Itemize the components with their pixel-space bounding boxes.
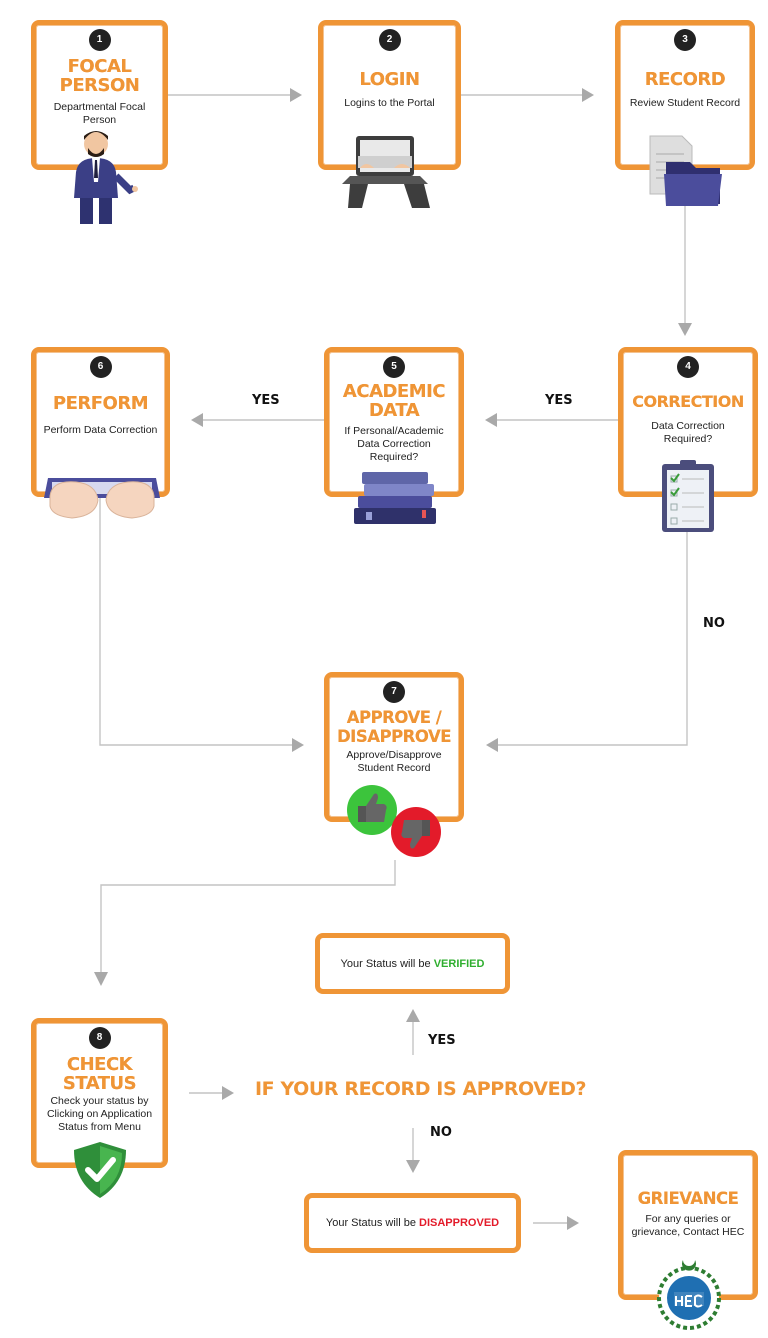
step-description: Review Student Record <box>629 97 741 109</box>
step-title: GRIEVANCE <box>637 1189 739 1208</box>
step-correction: 4 CORRECTION Data Correction Required? <box>618 347 758 497</box>
step-number-badge: 7 <box>383 681 405 703</box>
yes-label: YES <box>252 393 280 408</box>
status-disapproved-value: DISAPPROVED <box>419 1217 500 1229</box>
step-title: CHECK STATUS <box>62 1054 137 1094</box>
status-verified-value: VERIFIED <box>433 957 485 970</box>
focal-person-icon <box>74 131 138 224</box>
step-number-badge: 3 <box>674 29 696 51</box>
step-number-badge: 1 <box>88 29 111 51</box>
step-description: Logins to the Portal <box>344 97 435 109</box>
yes-label: YES <box>545 393 573 408</box>
hec-logo-icon <box>657 1260 721 1330</box>
step-description: Departmental Focal Person <box>53 101 146 126</box>
step-title: CORRECTION <box>632 392 744 411</box>
hands-keyboard-icon <box>44 478 160 519</box>
step-title: APPROVE / DISAPPROVE <box>336 708 452 746</box>
yes-label: YES <box>428 1033 456 1048</box>
books-stack-icon <box>354 472 436 524</box>
step-focal-person: 1 FOCAL PERSON Departmental Focal Person <box>31 20 168 170</box>
thumbs-up-down-icon <box>347 785 441 857</box>
no-label: NO <box>430 1125 452 1140</box>
step-title: FOCAL PERSON <box>59 56 140 96</box>
step-perform: 6 PERFORM Perform Data Correction <box>31 347 170 497</box>
step-description: Data Correction Required? <box>651 420 725 445</box>
no-label: NO <box>703 616 725 631</box>
step-number-badge: 5 <box>383 356 405 378</box>
step-title: PERFORM <box>52 393 149 414</box>
step-number-badge: 2 <box>378 29 401 51</box>
step-number-badge: 8 <box>88 1027 111 1049</box>
status-prefix: Your Status will be <box>325 1217 416 1229</box>
step-number-badge: 6 <box>89 356 112 378</box>
step-title: LOGIN <box>359 69 420 90</box>
clipboard-checklist-icon <box>662 460 714 532</box>
step-title: ACADEMIC DATA <box>342 381 446 421</box>
step-description: Perform Data Correction <box>43 424 158 436</box>
status-disapproved-box: Your Status will be DISAPPROVED <box>304 1193 521 1253</box>
step-title: RECORD <box>644 69 726 90</box>
step-number-badge: 4 <box>677 356 699 378</box>
step-description: If Personal/Academic Data Correction Req… <box>344 425 444 463</box>
step-description: For any queries or grievance, Contact HE… <box>631 1213 745 1238</box>
status-verified-box: Your Status will be VERIFIED <box>315 933 510 994</box>
shield-check-icon <box>74 1142 126 1198</box>
decision-question: IF YOUR RECORD IS APPROVED? <box>255 1078 587 1100</box>
folder-document-icon <box>649 135 722 206</box>
step-description: Approve/Disapprove Student Record <box>346 749 442 774</box>
laptop-typing-icon <box>342 136 430 208</box>
status-prefix: Your Status will be <box>340 957 431 970</box>
step-description: Check your status by Clicking on Applica… <box>46 1095 153 1133</box>
